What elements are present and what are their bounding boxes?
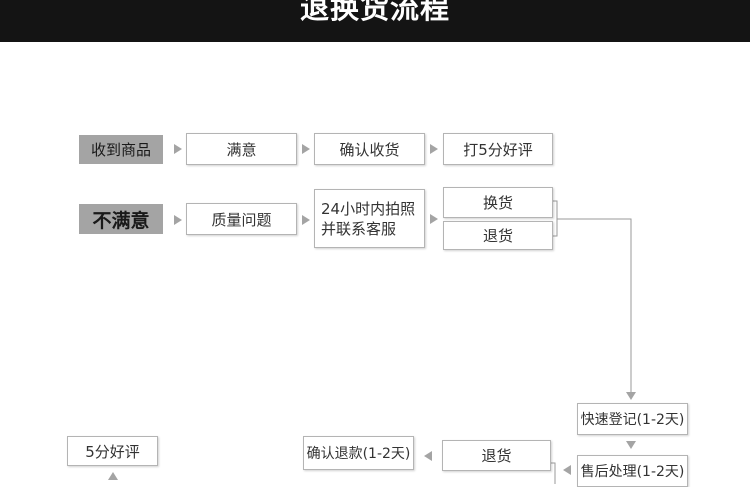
photo-line-1: 24小时内拍照 [321,199,416,218]
arrow-right-icon [174,215,182,225]
arrow-left-icon [424,451,432,461]
exchange-return-bracket [553,200,558,237]
to-register-line [557,218,632,392]
received-goods-label: 收到商品 [79,135,163,164]
exchange-box: 换货 [443,187,553,218]
arrow-right-icon [430,144,438,154]
return-box: 退货 [442,440,551,471]
arrow-down-icon [626,392,636,400]
photo-contact-box: 24小时内拍照 并联系客服 [314,189,425,248]
quality-issue-box: 质量问题 [186,203,297,235]
quick-register-box: 快速登记(1-2天) [577,403,688,435]
arrow-left-icon [563,465,571,475]
arrow-up-icon [108,472,118,480]
confirm-receipt-box: 确认收货 [314,133,425,165]
arrow-right-icon [302,144,310,154]
arrow-down-icon [626,441,636,449]
page-title: 退换货流程 [299,0,450,25]
arrow-right-icon [302,215,310,225]
header-banner: 退换货流程 [0,0,750,42]
return-option-box: 退货 [443,221,553,250]
aftersale-box: 售后处理(1-2天) [577,455,688,487]
five-star-review-box: 打5分好评 [443,133,553,165]
confirm-refund-box: 确认退款(1-2天) [303,436,414,470]
satisfied-box: 满意 [186,133,297,165]
arrow-right-icon [430,214,438,224]
unsatisfied-label: 不满意 [79,204,163,234]
return-bracket [551,462,556,484]
arrow-right-icon [174,144,182,154]
five-star-review-final-box: 5分好评 [67,436,158,466]
photo-line-2: 并联系客服 [321,219,397,238]
